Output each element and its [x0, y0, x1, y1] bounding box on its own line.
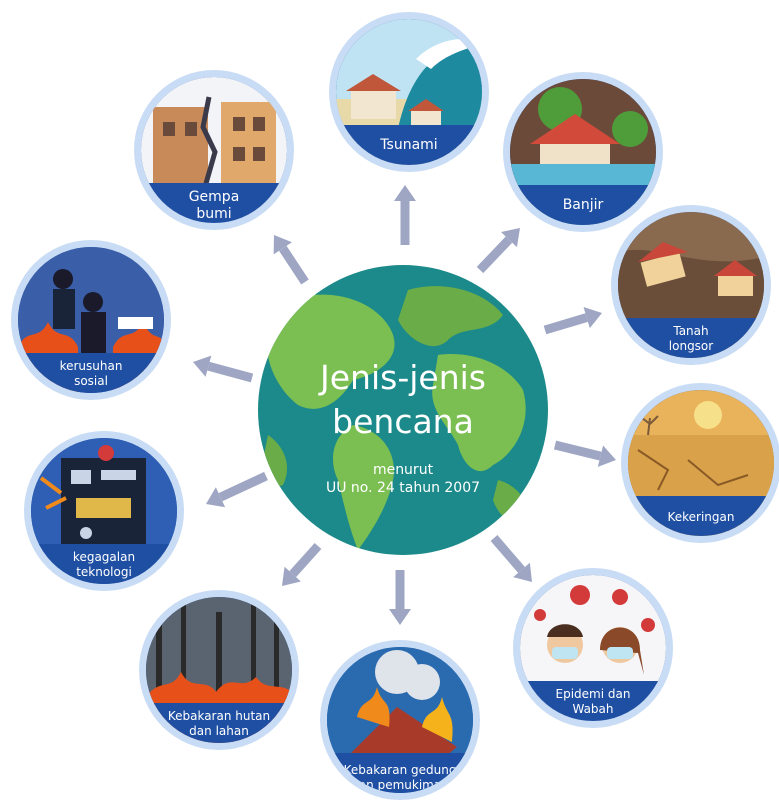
arrow-shaft [476, 236, 513, 274]
arrow-head [583, 307, 602, 329]
disaster-node: kegagalan teknologi [24, 431, 184, 591]
disaster-label: bumi [196, 206, 232, 222]
globe-subtitle-line2: UU no. 24 tahun 2007 [325, 480, 481, 496]
disaster-label: Kebakaran gedung [343, 763, 457, 777]
disaster-label: Tanah [673, 324, 709, 338]
globe-icon [258, 265, 548, 555]
arrow-head [394, 185, 416, 201]
label-band [628, 496, 774, 536]
disaster-node: Epidemi dan Wabah [513, 568, 673, 728]
arrow-shaft [543, 313, 588, 335]
label-band [141, 183, 287, 223]
disaster-node: kerusuhan sosial [11, 240, 171, 400]
disaster-label: kegagalan [72, 550, 136, 564]
arrow-head [389, 609, 411, 625]
arrow-shaft [289, 542, 322, 578]
disaster-node: Gempa bumi [134, 70, 294, 230]
label-band [146, 703, 292, 743]
arrow-head [193, 355, 212, 377]
arrow-head [273, 235, 292, 255]
arrow-shaft [207, 361, 254, 383]
arrow-shaft [490, 535, 525, 573]
globe-title-line2: bencana [332, 402, 474, 441]
arrow-head [597, 445, 616, 467]
globe-subtitle-line1: menurut [372, 462, 434, 478]
arrow-shaft [553, 440, 602, 461]
label-band [618, 318, 764, 358]
disaster-label: sosial [74, 374, 108, 388]
disaster-node: Kebakaran gedung dan pemukiman [320, 640, 480, 800]
disaster-label: longsor [668, 339, 714, 353]
disaster-label: Kebakaran hutan [167, 709, 271, 723]
disaster-label: Banjir [562, 197, 604, 213]
disaster-node: Tsunami [329, 12, 489, 172]
globe: Jenis-jenis bencana menurut UU no. 24 ta… [258, 265, 548, 555]
disaster-node: Kebakaran hutan dan lahan [139, 590, 299, 750]
arrow-head [501, 228, 520, 248]
arrow-shaft [218, 471, 268, 502]
disaster-label: Wabah [572, 702, 614, 716]
disaster-label: Epidemi dan [555, 687, 631, 701]
disaster-node: Tanah longsor [611, 205, 771, 365]
disaster-label: Kekeringan [667, 510, 735, 524]
disaster-node: Kekeringan [621, 383, 779, 543]
label-band [327, 753, 473, 793]
label-band [18, 353, 164, 393]
globe-title-line1: Jenis-jenis [320, 358, 486, 397]
label-band [31, 544, 177, 584]
disaster-label: dan pemukiman [351, 778, 449, 792]
disaster-label: Tsunami [380, 137, 438, 153]
arrow-head [282, 566, 301, 586]
arrow-head [206, 487, 226, 508]
label-band [336, 125, 482, 165]
disaster-label: teknologi [76, 565, 132, 579]
disaster-label: Gempa [188, 189, 240, 205]
disaster-label: dan lahan [189, 724, 249, 738]
arrow-shaft [279, 245, 309, 285]
disaster-label: kerusuhan [59, 359, 123, 373]
disaster-node: Banjir [503, 72, 663, 232]
label-band [520, 681, 666, 721]
